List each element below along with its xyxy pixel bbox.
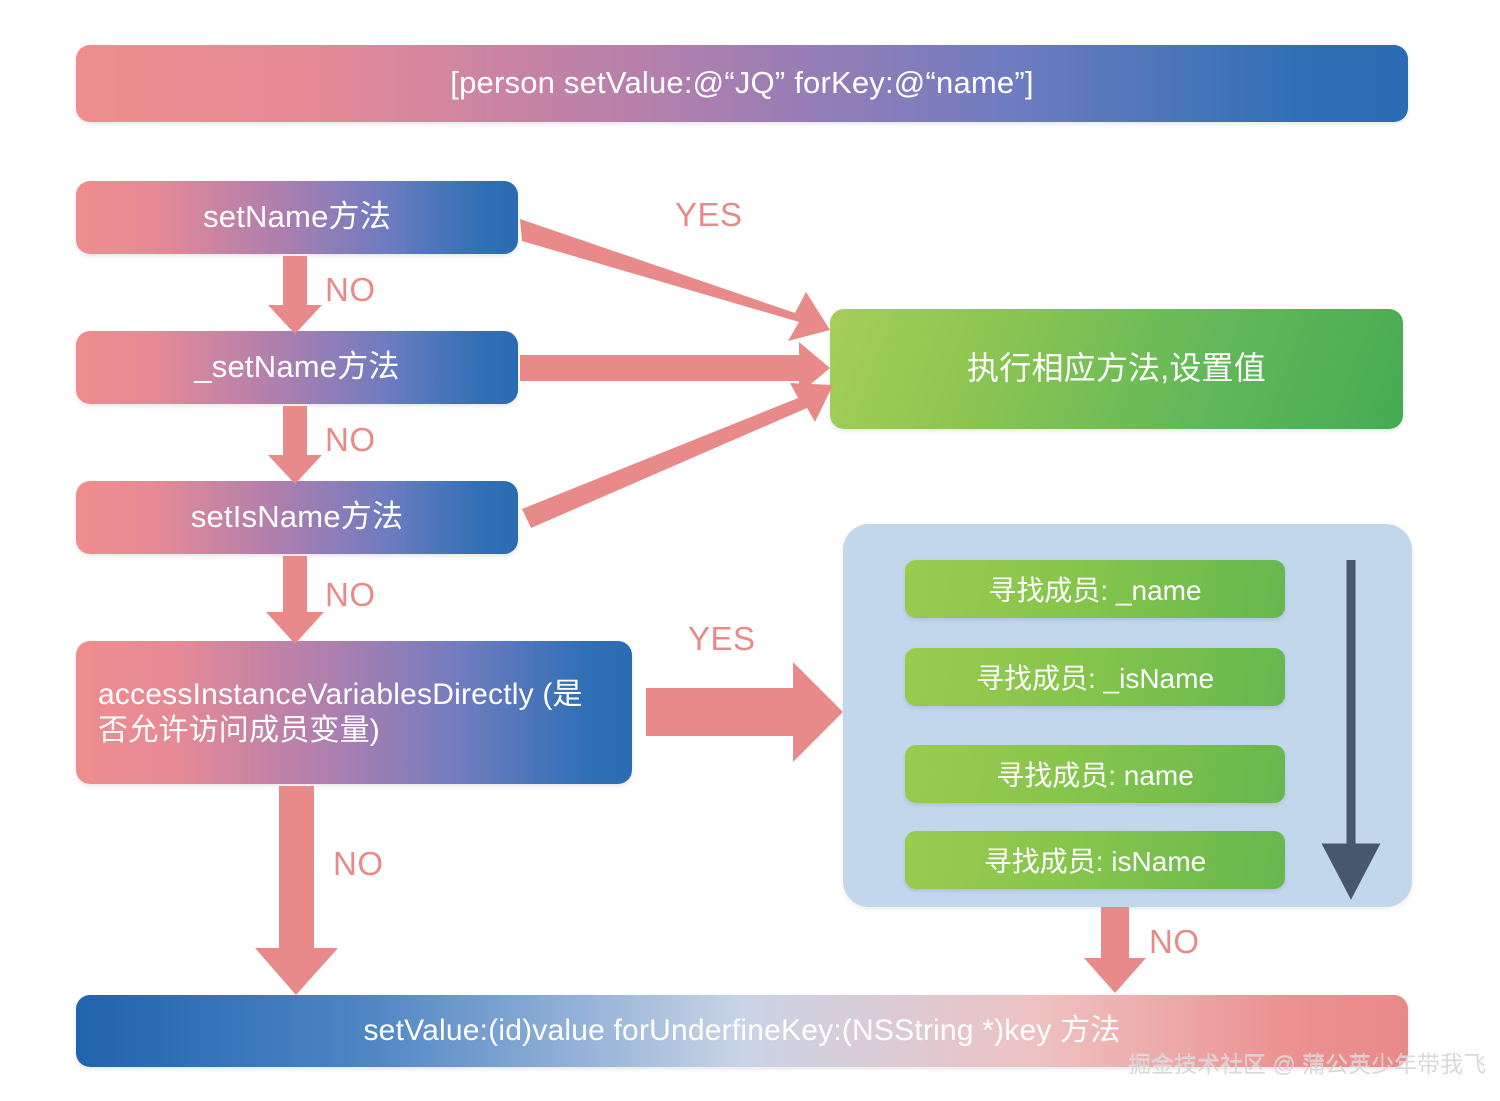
- ivar-search-panel: 寻找成员: _name 寻找成员: _isName 寻找成员: name 寻找成…: [843, 524, 1412, 907]
- arrow-no-ivar-panel: [1084, 907, 1146, 993]
- statement-bar-label: [person setValue:@“JQ” forKey:@“name”]: [450, 65, 1034, 101]
- ivar-chip-name[interactable]: 寻找成员: name: [905, 745, 1285, 803]
- node-set-name-label: setName方法: [203, 199, 391, 235]
- arrow-no-access-ivars: [255, 786, 338, 995]
- edge-label-no-3: NO: [325, 576, 376, 613]
- ivar-chip-label: 寻找成员: name: [996, 760, 1194, 791]
- edge-label-no-5: NO: [1149, 923, 1200, 960]
- node-execute-method[interactable]: 执行相应方法,设置值: [830, 309, 1403, 429]
- node-set-value-for-undefined-key-label: setValue:(id)value forUnderfineKey:(NSSt…: [363, 1014, 1121, 1048]
- node-underscore-set-name[interactable]: _setName方法: [76, 331, 518, 404]
- arrow-yes-set-name: [520, 219, 830, 341]
- edge-label-no-1: NO: [325, 271, 376, 308]
- node-set-is-name[interactable]: setIsName方法: [76, 481, 518, 554]
- node-underscore-set-name-label: _setName方法: [194, 349, 400, 385]
- edge-label-yes-1: YES: [675, 196, 743, 233]
- ivar-chip-label: 寻找成员: _isName: [975, 663, 1215, 694]
- watermark: 掘金技术社区 @ 蒲公英少年带我飞: [1128, 1051, 1487, 1077]
- arrow-no-set-name: [268, 256, 322, 334]
- ivar-order-arrow-icon: [1321, 560, 1381, 900]
- node-access-instance-variables-directly[interactable]: accessInstanceVariablesDirectly (是否允许访问成…: [76, 641, 632, 784]
- node-set-name[interactable]: setName方法: [76, 181, 518, 254]
- ivar-chip-underscore-name[interactable]: 寻找成员: _name: [905, 560, 1285, 618]
- ivar-chip-label: 寻找成员: _name: [988, 575, 1202, 606]
- node-execute-method-label: 执行相应方法,设置值: [967, 350, 1266, 387]
- edge-label-no-4: NO: [333, 845, 384, 882]
- statement-bar: [person setValue:@“JQ” forKey:@“name”]: [76, 45, 1408, 122]
- ivar-chip-underscore-is-name[interactable]: 寻找成员: _isName: [905, 648, 1285, 706]
- arrow-no-set-is-name: [266, 556, 324, 644]
- ivar-chip-is-name[interactable]: 寻找成员: isName: [905, 831, 1285, 889]
- ivar-chip-label: 寻找成员: isName: [983, 846, 1207, 877]
- node-set-value-for-undefined-key[interactable]: setValue:(id)value forUnderfineKey:(NSSt…: [76, 995, 1408, 1067]
- node-access-instance-variables-directly-label: accessInstanceVariablesDirectly (是否允许访问成…: [98, 678, 583, 747]
- arrow-yes-underscore-set-name: [520, 342, 830, 394]
- arrow-yes-access-ivars: [646, 662, 843, 762]
- edge-label-yes-2: YES: [688, 620, 756, 657]
- node-set-is-name-label: setIsName方法: [190, 499, 404, 535]
- edge-label-no-2: NO: [325, 421, 376, 458]
- arrow-yes-set-is-name: [522, 383, 833, 528]
- arrow-no-underscore-set-name: [268, 406, 322, 484]
